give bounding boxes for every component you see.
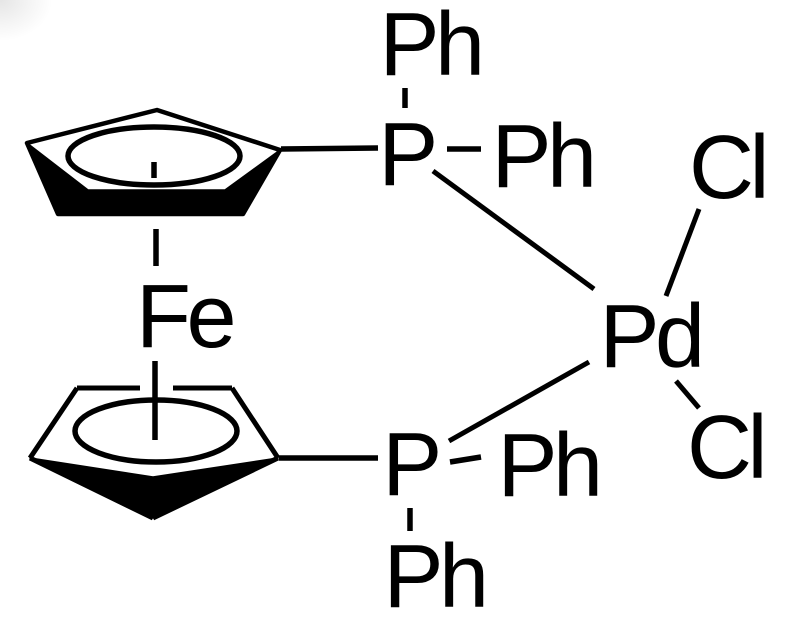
atom-label-cl-lower: Cl — [687, 398, 763, 498]
bond-pd-to-cl-upper — [663, 208, 702, 297]
cp-ring-lower-bold-wedge — [29, 457, 279, 519]
atom-label-pd: Pd — [599, 287, 700, 387]
atom-label-p-upper: P — [378, 105, 434, 205]
cp-ring-upper-bold-wedge — [26, 142, 281, 216]
atom-label-fe: Fe — [136, 267, 233, 367]
bond-p-upper-to-pd — [431, 168, 596, 292]
atom-label-p-lower: P — [382, 415, 438, 515]
atom-label-ph-lower-equatorial: Ph — [497, 416, 598, 516]
bond-pd-to-cl-lower — [674, 379, 701, 410]
bond-cp-upper-to-p — [280, 145, 379, 152]
atom-label-ph-upper-equatorial: Ph — [491, 107, 592, 207]
atom-label-ph-upper-apical: Ph — [379, 0, 480, 95]
bond-p-lower-to-pd — [447, 359, 591, 444]
ink-group: Ph P Ph Cl Fe Pd Cl P Ph Ph — [24, 0, 770, 624]
atom-label-cl-upper: Cl — [689, 118, 765, 218]
bond-p-lower-to-ph-equatorial — [449, 454, 482, 465]
cp-ring-upper-aromatic-circle — [65, 124, 243, 188]
atom-label-ph-lower-apical: Ph — [383, 527, 484, 624]
cp-ring-upper — [24, 107, 283, 217]
